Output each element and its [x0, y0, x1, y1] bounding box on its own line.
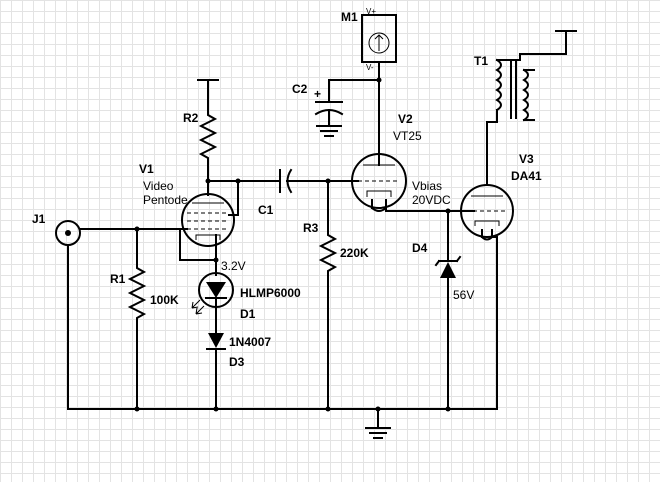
d1-led: [191, 259, 234, 334]
v1-desc-line1: Video: [143, 179, 174, 193]
r2-resistor: [197, 79, 241, 196]
d3-diode: [206, 333, 226, 410]
j1-connector: [55, 220, 176, 410]
r2-label: R2: [183, 111, 199, 125]
m1-vminus: V-: [366, 63, 374, 72]
t1-label: T1: [474, 54, 488, 68]
c2-polarity: +: [314, 87, 321, 101]
d3-label: D3: [229, 355, 245, 369]
c1-capacitor: [237, 168, 352, 194]
r1-label: R1: [110, 272, 126, 286]
vbias-line2: 20VDC: [412, 193, 451, 207]
vbias-line1: Vbias: [412, 179, 442, 193]
v2-type: VT25: [393, 129, 422, 143]
m1-label: M1: [341, 10, 358, 24]
r3-value: 220K: [340, 246, 369, 260]
m1-current-source: [361, 14, 397, 151]
d4-label: D4: [412, 241, 428, 255]
d3-part: 1N4007: [229, 335, 271, 349]
v1-desc-line2: Pentode: [143, 193, 188, 207]
m1-vplus: V+: [366, 7, 376, 16]
v3-type: DA41: [511, 169, 542, 183]
c1-label: C1: [258, 203, 274, 217]
d4-zener: [434, 210, 462, 410]
c2-label: C2: [292, 82, 308, 96]
t1-transformer: [486, 30, 577, 123]
v1-label: V1: [139, 162, 154, 176]
v3-label: V3: [519, 152, 534, 166]
d4-value: 56V: [453, 288, 474, 302]
r1-value: 100K: [150, 293, 179, 307]
ground-bus: [67, 406, 498, 439]
v3-tube: [460, 121, 514, 410]
d1-part: HLMP6000: [240, 286, 301, 300]
r1-resistor: [127, 228, 147, 410]
v2-triode: [350, 149, 475, 214]
j1-label: J1: [32, 212, 46, 226]
d1-voltage: 3.2V: [221, 259, 246, 273]
d1-label: D1: [240, 307, 256, 321]
v1-pentode: [174, 180, 239, 263]
c2-capacitor: [314, 77, 382, 137]
r3-resistor: [318, 180, 338, 410]
v2-label: V2: [398, 112, 413, 126]
r3-label: R3: [303, 221, 319, 235]
